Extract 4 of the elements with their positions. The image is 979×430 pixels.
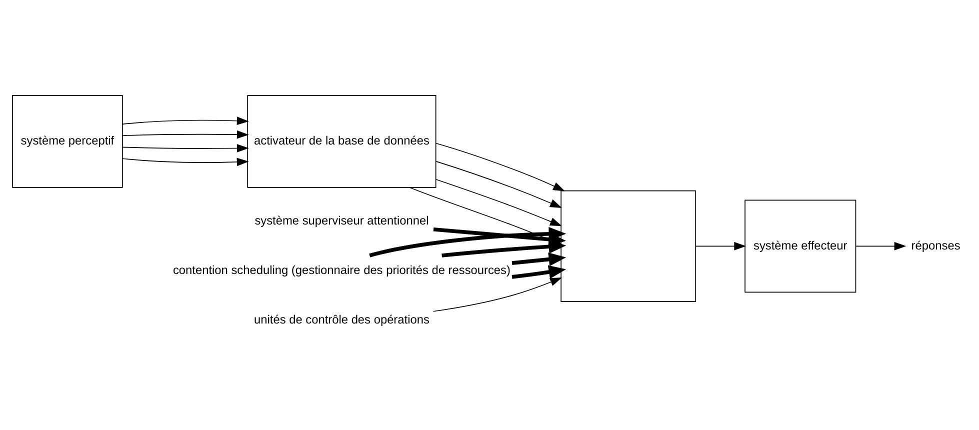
node-text: unités de contrôle des opérations <box>254 312 430 326</box>
node-text: contention scheduling (gestionnaire des priorités de ressources) <box>172 262 510 277</box>
node-text: système superviseur attentionnel <box>254 213 429 228</box>
node-text: réponses <box>911 238 960 252</box>
